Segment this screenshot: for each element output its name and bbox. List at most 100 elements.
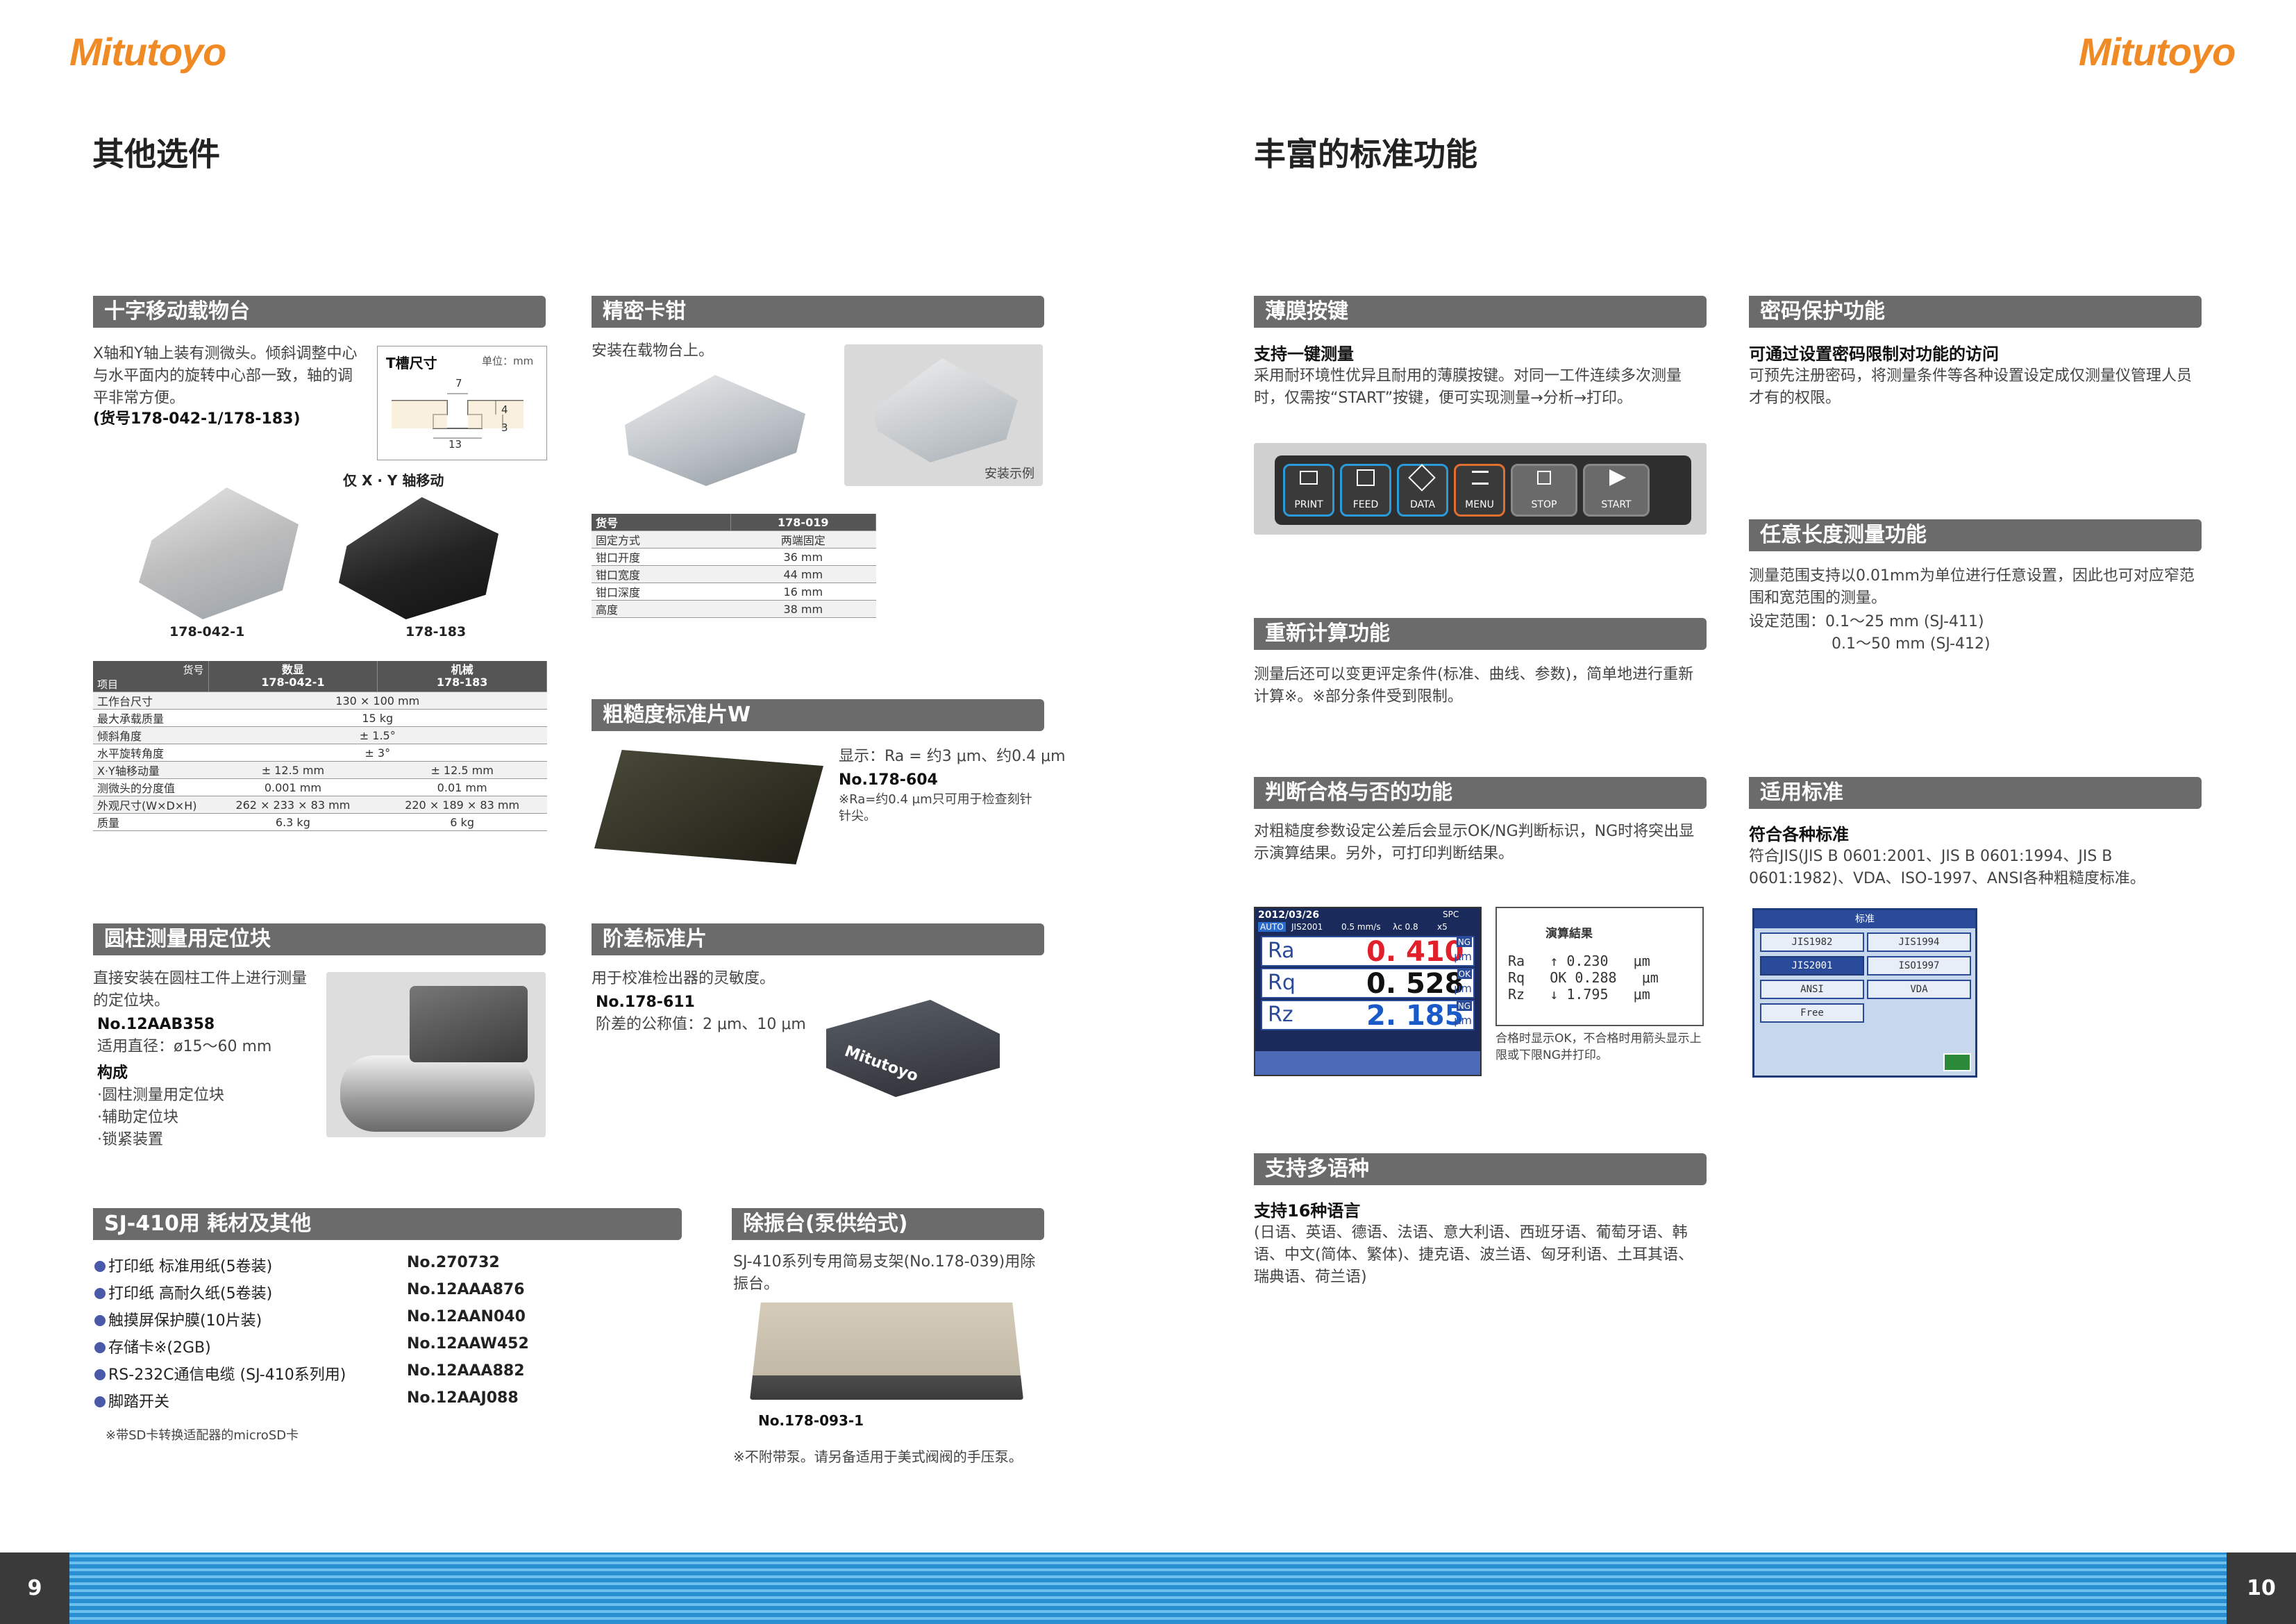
cyl-dia: 适用直径：ø15～60 mm — [97, 1038, 272, 1055]
consumable-name: 打印纸 高耐久纸(5卷装) — [108, 1285, 273, 1303]
lang-sub: 支持16种语言 — [1254, 1201, 1361, 1221]
std-button-vda[interactable]: VDA — [1867, 980, 1971, 999]
page-title: 其他选件 — [92, 135, 220, 173]
step-specimen-photo: Mitutoyo — [826, 1000, 1000, 1097]
std-button-jis1994[interactable]: JIS1994 — [1867, 932, 1971, 952]
consumable-name: RS-232C通信电缆 (SJ-410系列用) — [108, 1366, 346, 1384]
stage-desc: X轴和Y轴上装有测微头。倾斜调整中心与水平面内的旋转中心部一致，轴的调平非常方便… — [93, 345, 358, 407]
th-item: 项目 — [97, 678, 119, 691]
xy-only-label: 仅 X · Y 轴移动 — [343, 472, 444, 489]
pr-value: 1.795 — [1566, 986, 1609, 1003]
footer-band — [0, 1552, 2296, 1624]
print-key[interactable]: PRINT — [1283, 464, 1334, 517]
td: 0.001 mm — [208, 778, 378, 796]
param-judge: NG — [1456, 937, 1472, 947]
td: 钳口宽度 — [592, 565, 730, 583]
th: 178-019 — [730, 514, 876, 531]
td: 0.01 mm — [377, 778, 547, 796]
section-bar-xy-stage: 十字移动载物台 — [93, 296, 546, 328]
screen-speed: 0.5 mm/s — [1341, 922, 1381, 932]
pr-value: 0.230 — [1566, 953, 1609, 969]
len-range-1: 设定范围：0.1～25 mm (SJ-411) — [1749, 613, 1984, 630]
pr-judge: ↑ — [1550, 953, 1559, 969]
stage-order: (货号178-042-1/178-183) — [93, 410, 301, 428]
tslot-dim-7: 7 — [455, 377, 462, 390]
cyl-no: No.12AAB358 — [97, 1016, 215, 1033]
td: 钳口深度 — [592, 583, 730, 601]
th: 货号 — [592, 514, 731, 531]
screen-toolbar — [1255, 1051, 1480, 1075]
confirm-icon[interactable] — [1943, 1053, 1971, 1071]
std-button-jis2001[interactable]: JIS2001 — [1760, 956, 1864, 976]
section-bar-vibration-table: 除振台(泵供给式) — [732, 1208, 1044, 1240]
recalc-desc: 测量后还可以变更评定条件(标准、曲线、参数)，简单地进行重新计算※。※部分条件受… — [1254, 666, 1694, 705]
tslot-diagram: T槽尺寸 单位：mm 7 4 3 13 — [377, 346, 547, 460]
td: 测微头的分度值 — [93, 778, 208, 796]
stop-key[interactable]: STOP — [1511, 464, 1577, 517]
td: 44 mm — [730, 565, 876, 583]
td: 两端固定 — [730, 530, 876, 549]
td: 16 mm — [730, 583, 876, 601]
pr-value: 0.288 — [1575, 969, 1617, 986]
consumable-name: 打印纸 标准用纸(5卷装) — [108, 1258, 273, 1275]
param-value: 0. 528 — [1366, 968, 1464, 1000]
feed-key[interactable]: FEED — [1340, 464, 1391, 517]
page-title: 丰富的标准功能 — [1254, 135, 1477, 173]
step-desc: 用于校准检出器的灵敏度。 — [592, 970, 776, 987]
tslot-unit: 单位：mm — [482, 355, 534, 367]
bullet-icon — [94, 1261, 106, 1272]
screen-auto: AUTO — [1258, 922, 1286, 932]
param-unit: μm — [1454, 950, 1472, 963]
bullet-icon — [94, 1396, 106, 1407]
data-key[interactable]: DATA — [1397, 464, 1448, 517]
std-button-iso1997[interactable]: ISO1997 — [1867, 956, 1971, 976]
std-button-free[interactable]: Free — [1760, 1003, 1864, 1023]
tslot-dim-3: 3 — [501, 421, 508, 434]
std-button-jis1982[interactable]: JIS1982 — [1760, 932, 1864, 952]
cyl-item-2: ·辅助定位块 — [97, 1109, 178, 1126]
pwd-sub: 可通过设置密码限制对功能的访问 — [1749, 344, 1999, 364]
td: ± 1.5° — [208, 726, 547, 744]
cyl-item-3: ·锁紧装置 — [97, 1131, 163, 1148]
section-bar-roughness-specimen: 粗糙度标准片W — [592, 699, 1044, 731]
start-icon — [1609, 469, 1626, 486]
step-val: 阶差的公称值：2 μm、10 μm — [596, 1016, 806, 1033]
td: 130 × 100 mm — [208, 692, 547, 710]
param-value: 0. 410 — [1366, 936, 1464, 968]
param-value: 2. 185 — [1366, 1000, 1464, 1032]
tslot-title: T槽尺寸 — [386, 355, 437, 371]
consumables-note: ※带SD卡转换适配器的microSD卡 — [106, 1428, 299, 1443]
tslot-shape — [392, 393, 523, 439]
screen-std: JIS2001 — [1291, 922, 1323, 932]
param-name: Rq — [1268, 971, 1296, 995]
consumable-item: 存储卡※(2GB) — [94, 1335, 211, 1357]
consumable-item: 打印纸 标准用纸(5卷装) — [94, 1254, 272, 1276]
pr-judge: OK — [1550, 969, 1567, 986]
vib-note: ※不附带泵。请另备适用于美式阀阀的手压泵。 — [733, 1448, 1023, 1465]
cyl-comp: 构成 — [97, 1064, 128, 1082]
pr-unit: μm — [1633, 986, 1650, 1003]
judge-caption: 合格时显示OK，不合格时用箭头显示上限或下限NG并打印。 — [1495, 1032, 1702, 1062]
bullet-icon — [94, 1315, 106, 1326]
screen-date: 2012/03/26 — [1258, 910, 1320, 921]
td: 钳口开度 — [592, 548, 730, 566]
td: 工作台尺寸 — [93, 692, 208, 710]
consumable-name: 存储卡※(2GB) — [108, 1339, 211, 1357]
consumable-no: No.12AAN040 — [407, 1308, 526, 1325]
consumable-item: RS-232C通信电缆 (SJ-410系列用) — [94, 1362, 346, 1384]
stage-caption-1: 178-042-1 — [169, 624, 245, 639]
menu-icon — [1472, 471, 1489, 485]
screen-title: 标准 — [1754, 910, 1975, 928]
td: 220 × 189 × 83 mm — [377, 796, 547, 814]
vise-desc: 安装在载物台上。 — [592, 342, 714, 360]
section-bar-cylinder-block: 圆柱测量用定位块 — [93, 923, 546, 955]
param-name: Ra — [1268, 939, 1295, 963]
vise-example-caption: 安装示例 — [984, 467, 1034, 481]
std-button-ansi[interactable]: ANSI — [1760, 980, 1864, 999]
page-number-left: 9 — [0, 1552, 69, 1624]
param-name: Rz — [1268, 1003, 1293, 1027]
td: ± 12.5 mm — [208, 761, 378, 779]
td: X·Y轴移动量 — [93, 761, 208, 779]
